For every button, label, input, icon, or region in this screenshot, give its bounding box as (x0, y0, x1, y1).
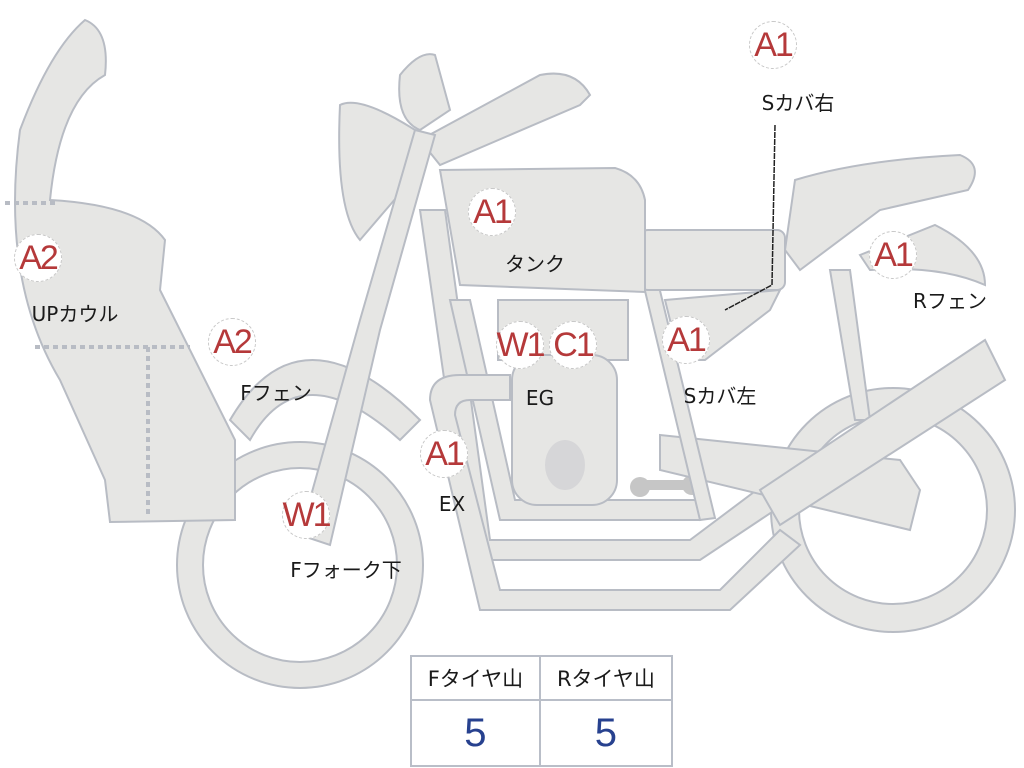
rear-tire-header: Rタイヤ山 (538, 655, 674, 701)
damage-code-marker: A1 (468, 188, 516, 236)
damage-code-marker: A1 (749, 21, 797, 69)
damage-code-marker: W1 (282, 491, 332, 539)
front-tire-value: 5 (410, 699, 541, 767)
damage-code-marker: A1 (869, 231, 917, 279)
front-fork (298, 128, 437, 547)
tire-tread-table: Fタイヤ山 Rタイヤ山 5 5 (410, 655, 674, 767)
leader-line (724, 124, 776, 311)
rear-tire-value: 5 (538, 699, 674, 767)
front-tire-header: Fタイヤ山 (410, 655, 541, 701)
part-label: Rフェン (913, 289, 987, 313)
headlight (338, 101, 422, 242)
handlebar (418, 72, 592, 167)
part-label: EG (525, 386, 555, 410)
front-wheel (177, 442, 423, 688)
damage-code-marker: A2 (14, 234, 62, 282)
damage-code-marker: C1 (549, 321, 597, 369)
front-fender (228, 359, 422, 442)
part-label: EX (438, 492, 466, 516)
damage-code-marker: A1 (420, 430, 468, 478)
damage-code-marker: W1 (496, 321, 546, 369)
exhaust (428, 374, 802, 611)
part-label: UPカウル (31, 302, 119, 326)
rear-shock (758, 338, 1007, 527)
damage-code-marker: A2 (208, 318, 256, 366)
part-label: Fフォーク下 (290, 558, 402, 582)
mirror (398, 53, 452, 132)
front-wheel-edge (176, 441, 424, 689)
part-label: Sカバ右 (761, 91, 835, 115)
part-label: タンク (505, 252, 565, 276)
upper-cowl (14, 18, 236, 524)
side-cover-right (639, 229, 786, 291)
seat (783, 153, 976, 272)
part-label: Fフェン (240, 381, 312, 405)
damage-code-marker: A1 (662, 316, 710, 364)
part-label: Sカバ左 (683, 384, 757, 408)
